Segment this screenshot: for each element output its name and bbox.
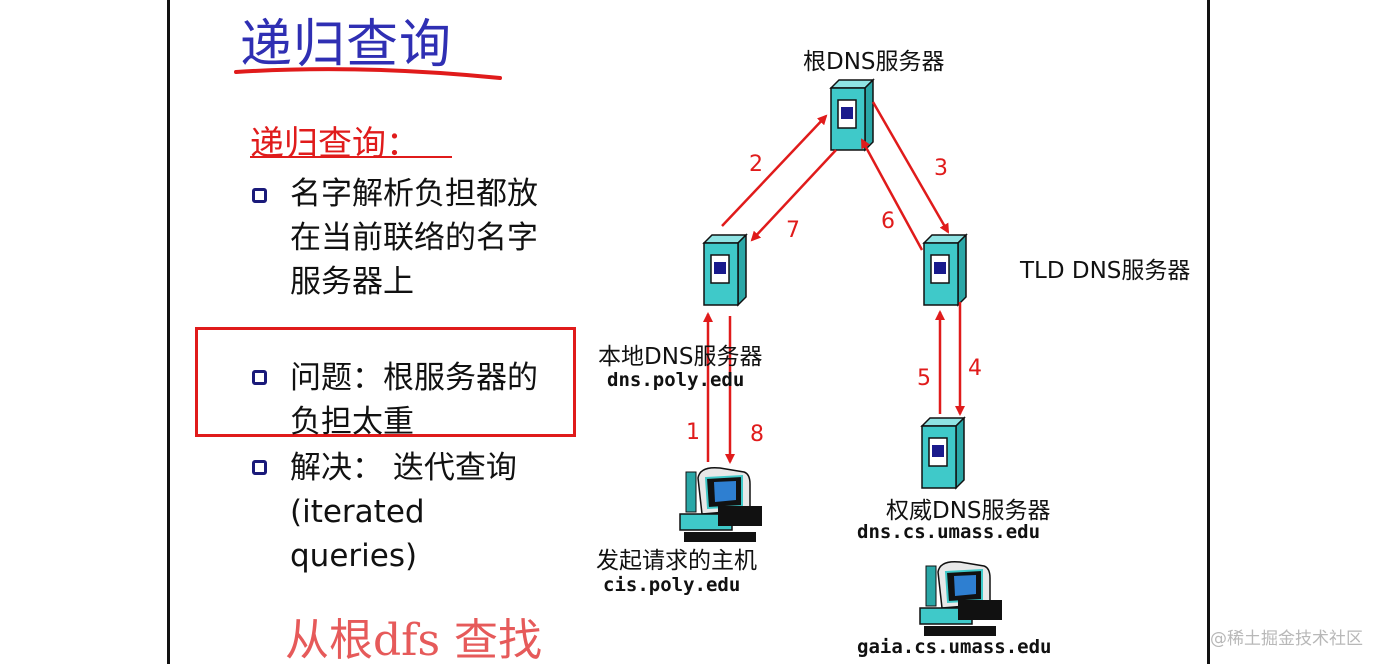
target-host-computer-icon xyxy=(919,560,1003,637)
tld-dns-server-icon xyxy=(923,234,967,306)
root-dns-server-label: 根DNS服务器 xyxy=(803,49,945,75)
requesting-host-computer-icon xyxy=(679,466,763,543)
bullet-icon xyxy=(252,460,267,475)
root-dns-server-icon xyxy=(830,79,874,151)
local-dns-server-icon xyxy=(703,234,747,306)
arrow-2 xyxy=(721,114,828,227)
bullet-3-text: 解决： 迭代查询 (iterated queries) xyxy=(290,450,517,574)
local-dns-server-label: 本地DNS服务器 xyxy=(598,344,763,370)
bullet-1-text: 名字解析负担都放在当前联络的名字服务器上 xyxy=(290,176,538,300)
step-2-label: 2 xyxy=(749,152,763,177)
slide-right-border xyxy=(1207,0,1210,664)
bullet-icon xyxy=(252,370,267,385)
authoritative-dns-server-label: 权威DNS服务器 xyxy=(886,498,1051,524)
arrow-6 xyxy=(860,138,924,251)
local-dns-server-host: dns.poly.edu xyxy=(607,369,745,391)
highlight-box xyxy=(195,327,576,437)
authoritative-dns-server-host: dns.cs.umass.edu xyxy=(857,521,1041,543)
requesting-host-label: 发起请求的主机 xyxy=(596,548,757,574)
step-5-label: 5 xyxy=(917,366,931,391)
handwritten-note: 从根dfs 查找 xyxy=(285,615,543,666)
heading-underline xyxy=(250,156,452,158)
arrow-3 xyxy=(871,101,950,234)
target-host-name: gaia.cs.umass.edu xyxy=(857,636,1052,658)
watermark: @稀土掘金技术社区 xyxy=(1210,629,1363,649)
slide-title: 递归查询 xyxy=(240,15,453,75)
step-4-label: 4 xyxy=(968,356,982,381)
step-8-label: 8 xyxy=(750,422,764,447)
bullet-2-text: 问题：根服务器的负担太重 xyxy=(290,360,538,440)
arrow-7 xyxy=(750,149,837,242)
slide-left-border xyxy=(167,0,170,664)
tld-dns-server-label: TLD DNS服务器 xyxy=(1020,258,1191,284)
step-7-label: 7 xyxy=(786,218,800,243)
step-3-label: 3 xyxy=(934,156,948,181)
authoritative-dns-server-icon xyxy=(921,417,965,489)
step-6-label: 6 xyxy=(881,209,895,234)
step-1-label: 1 xyxy=(686,420,700,445)
requesting-host-name: cis.poly.edu xyxy=(603,574,741,596)
bullet-icon xyxy=(252,188,267,203)
